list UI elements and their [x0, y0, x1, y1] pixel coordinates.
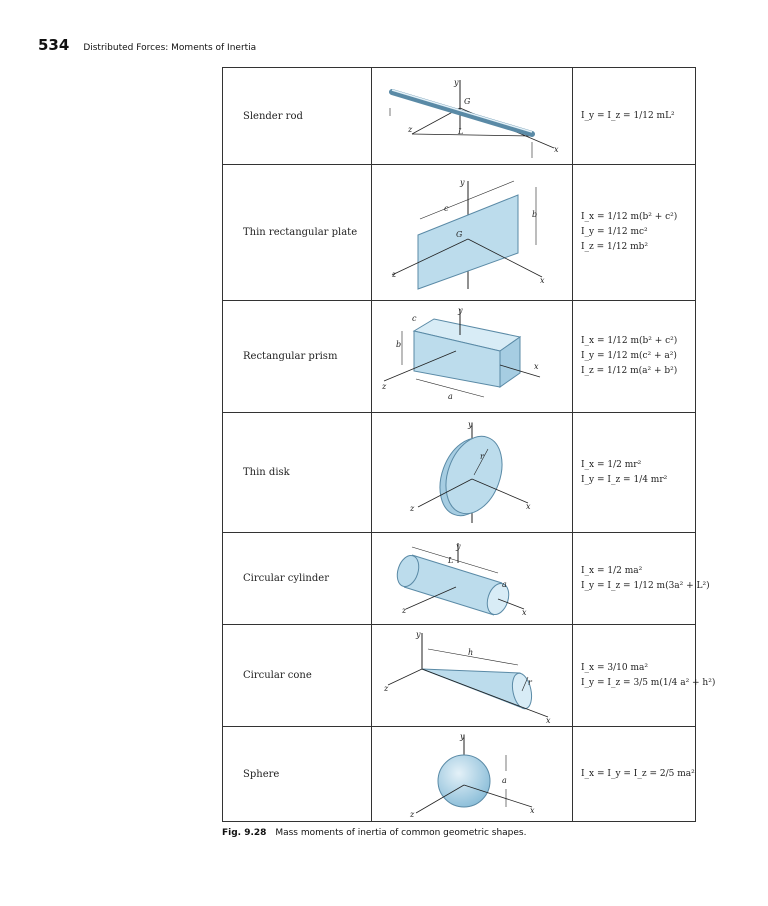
label-y: y: [459, 732, 465, 741]
formula: I_x = 1/2 mr²: [581, 459, 642, 470]
formula: I_x = 1/12 m(b² + c²): [581, 336, 678, 346]
figure-rectangular-prism: y c b z x a: [371, 300, 573, 413]
figure-thin-disk: y r z x: [371, 412, 573, 533]
figure-caption: Fig. 9.28 Mass moments of inertia of com…: [222, 828, 526, 838]
label-x: x: [522, 608, 527, 617]
label-h: h: [468, 648, 473, 657]
formula: I_y = 1/12 m(c² + a²): [581, 351, 677, 361]
label-y: y: [415, 630, 421, 639]
label-z: z: [381, 382, 387, 391]
formula: I_y = I_z = 1/12 m(3a² + L²): [581, 580, 710, 591]
page-header: 534 Distributed Forces: Moments of Inert…: [38, 36, 256, 54]
label-a: a: [502, 776, 507, 785]
figure-slender-rod: y G z L x: [371, 67, 573, 165]
shape-name: Slender rod: [222, 67, 372, 165]
table-row: Thin rectangular plate y c b G z x I_x =…: [222, 164, 696, 301]
formula: I_y = 1/12 mc²: [581, 227, 648, 237]
label-y: y: [467, 420, 473, 429]
label-x: x: [546, 716, 551, 725]
label-r: r: [528, 678, 533, 687]
label-r: r: [480, 452, 485, 461]
label-b: b: [396, 340, 401, 349]
label-z: z: [409, 810, 415, 819]
label-c: c: [412, 314, 417, 323]
formula-cell: I_x = I_y = I_z = 2/5 ma²: [572, 726, 696, 822]
figure-circular-cone: y h r z x: [371, 624, 573, 727]
formula: I_y = I_z = 3/5 m(1/4 a² + h²): [581, 677, 716, 688]
label-z: z: [401, 606, 407, 615]
label-x: x: [526, 502, 531, 511]
running-head: Distributed Forces: Moments of Inertia: [83, 43, 257, 53]
shape-name: Thin rectangular plate: [222, 164, 372, 301]
label-y: y: [453, 78, 459, 87]
formula: I_z = 1/12 m(a² + b²): [581, 366, 678, 376]
formula: I_y = I_z = 1/12 mL²: [581, 110, 675, 121]
formula-cell: I_x = 1/12 m(b² + c²) I_y = 1/12 m(c² + …: [572, 300, 696, 413]
formula: I_x = I_y = I_z = 2/5 ma²: [581, 768, 695, 779]
label-z: z: [409, 504, 415, 513]
label-G: G: [456, 230, 463, 239]
label-x: x: [534, 362, 539, 371]
shape-name: Sphere: [222, 726, 372, 822]
figure-thin-plate: y c b G z x: [371, 164, 573, 301]
caption-text: Mass moments of inertia of common geomet…: [275, 828, 527, 838]
label-L: L: [447, 556, 453, 565]
formula: I_z = 1/12 mb²: [581, 242, 649, 252]
label-L: L: [457, 127, 463, 136]
label-x: x: [530, 806, 535, 815]
table-row: Rectangular prism y c b z x a I_x = 1/12…: [222, 300, 696, 413]
label-y: y: [457, 306, 463, 315]
shape-name: Circular cylinder: [222, 532, 372, 625]
label-y: y: [455, 542, 461, 551]
table-row: Sphere y a z x: [222, 726, 696, 822]
table-row: Circular cone y h r z x I_x = 3/10 ma² I…: [222, 624, 716, 727]
formula-cell: I_y = I_z = 1/12 mL²: [572, 67, 696, 165]
table-row: Circular cylinder y L a z x I_x = 1/2 ma…: [222, 532, 710, 625]
label-a: a: [448, 392, 453, 401]
formula-cell: I_x = 1/12 m(b² + c²) I_y = 1/12 mc² I_z…: [572, 164, 696, 301]
moments-table: Slender rod y G z L x I_y = I_z = 1/12 m…: [222, 67, 716, 822]
label-y: y: [459, 178, 465, 187]
label-c: c: [444, 204, 449, 213]
formula: I_x = 3/10 ma²: [581, 662, 648, 673]
table-row: Thin disk y r z x I_x = 1/2 mr² I_y = I_…: [222, 412, 696, 533]
label-z: z: [391, 270, 397, 279]
table-row: Slender rod y G z L x I_y = I_z = 1/12 m…: [222, 67, 696, 165]
label-z: z: [383, 684, 389, 693]
shape-name: Rectangular prism: [222, 300, 372, 413]
caption-label: Fig. 9.28: [222, 828, 267, 838]
formula-cell: I_x = 1/2 ma² I_y = I_z = 1/12 m(3a² + L…: [572, 532, 710, 625]
label-z: z: [407, 125, 413, 134]
page-number: 534: [38, 36, 70, 54]
label-x: x: [554, 145, 559, 154]
label-x: x: [540, 276, 545, 285]
formula: I_x = 1/2 ma²: [581, 565, 643, 576]
shape-name: Circular cone: [222, 624, 372, 727]
formula-cell: I_x = 3/10 ma² I_y = I_z = 3/5 m(1/4 a² …: [572, 624, 716, 727]
label-G: G: [464, 97, 471, 106]
formula: I_x = 1/12 m(b² + c²): [581, 212, 678, 222]
shape-name: Thin disk: [222, 412, 372, 533]
label-a: a: [502, 580, 507, 589]
figure-circular-cylinder: y L a z x: [371, 532, 573, 625]
label-b: b: [532, 210, 537, 219]
formula: I_y = I_z = 1/4 mr²: [581, 474, 668, 485]
formula-cell: I_x = 1/2 mr² I_y = I_z = 1/4 mr²: [572, 412, 696, 533]
figure-sphere: y a z x: [371, 726, 573, 822]
